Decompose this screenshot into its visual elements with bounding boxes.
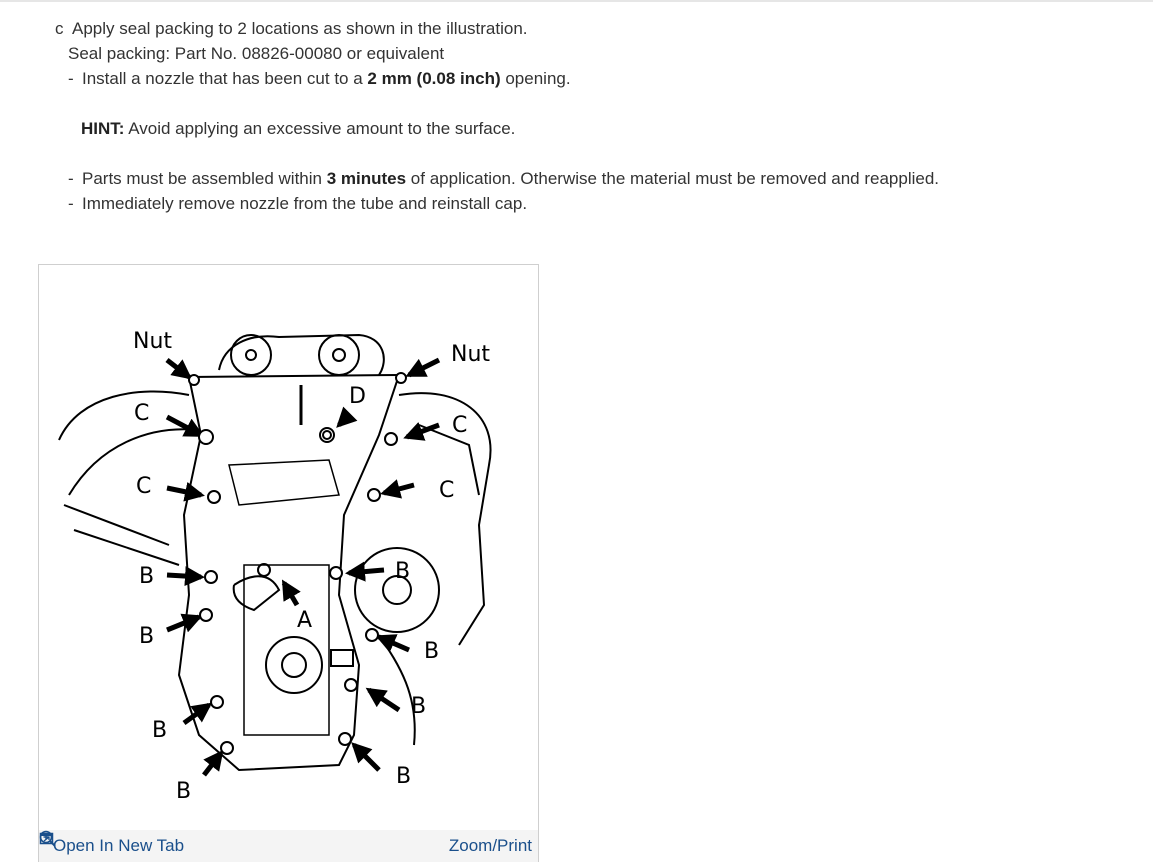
hint-label: HINT:: [81, 119, 125, 138]
engine-illustration: Nut Nut C C C C D A B B B B B B B B Open…: [38, 264, 539, 862]
label-b-1: B: [139, 564, 154, 589]
assemble-time: 3 minutes: [326, 169, 407, 188]
zoom-print-label: Zoom/Print: [448, 836, 532, 855]
label-b-6: B: [152, 718, 167, 743]
label-b-5: B: [411, 694, 426, 719]
hint-text: Avoid applying an excessive amount to th…: [124, 119, 516, 138]
figure-toolbar: Open In New Tab Zoom/Print: [39, 830, 538, 862]
nozzle-size: 2 mm (0.08 inch): [367, 69, 501, 88]
label-c-2: C: [452, 413, 467, 438]
bolt-points: [188, 372, 407, 755]
nozzle-instruction: -Install a nozzle that has been cut to a…: [68, 69, 571, 88]
top-divider: [0, 0, 1153, 2]
label-c-3: C: [136, 474, 151, 499]
remove-nozzle-instruction: -Immediately remove nozzle from the tube…: [68, 194, 528, 213]
step-heading: c Apply seal packing to 2 locations as s…: [55, 16, 939, 41]
label-nut-right: Nut: [451, 342, 490, 367]
zoom-icon: [39, 830, 56, 847]
open-new-tab-link[interactable]: Open In New Tab: [39, 832, 185, 856]
label-b-7: B: [396, 764, 411, 789]
engine-diagram: Nut Nut C C C C D A B B B B B B B B: [58, 329, 492, 804]
label-b-4: B: [424, 639, 439, 664]
label-d: D: [349, 384, 366, 409]
seal-packing-line: Seal packing: Part No. 08826-00080 or eq…: [68, 44, 445, 63]
procedure-step: c Apply seal packing to 2 locations as s…: [55, 16, 939, 216]
hint-line: HINT: Avoid applying an excessive amount…: [55, 116, 939, 141]
label-nut-left: Nut: [133, 329, 172, 354]
label-b-3: B: [139, 624, 154, 649]
seal-arrows: [165, 357, 441, 777]
step-letter: c: [55, 19, 64, 38]
zoom-print-link[interactable]: Zoom/Print: [39, 830, 532, 856]
step-text: Apply seal packing to 2 locations as sho…: [72, 19, 528, 38]
label-c-4: C: [439, 478, 454, 503]
assemble-instruction: -Parts must be assembled within 3 minute…: [68, 169, 940, 188]
open-new-tab-label: Open In New Tab: [53, 836, 185, 855]
engine-outline: [58, 333, 492, 772]
diagram-labels: Nut Nut C C C C D A B B B B B B B B: [133, 329, 490, 804]
label-a: A: [297, 608, 312, 633]
label-b-2: B: [395, 559, 410, 584]
label-b-8: B: [176, 779, 191, 804]
label-c-1: C: [134, 401, 149, 426]
